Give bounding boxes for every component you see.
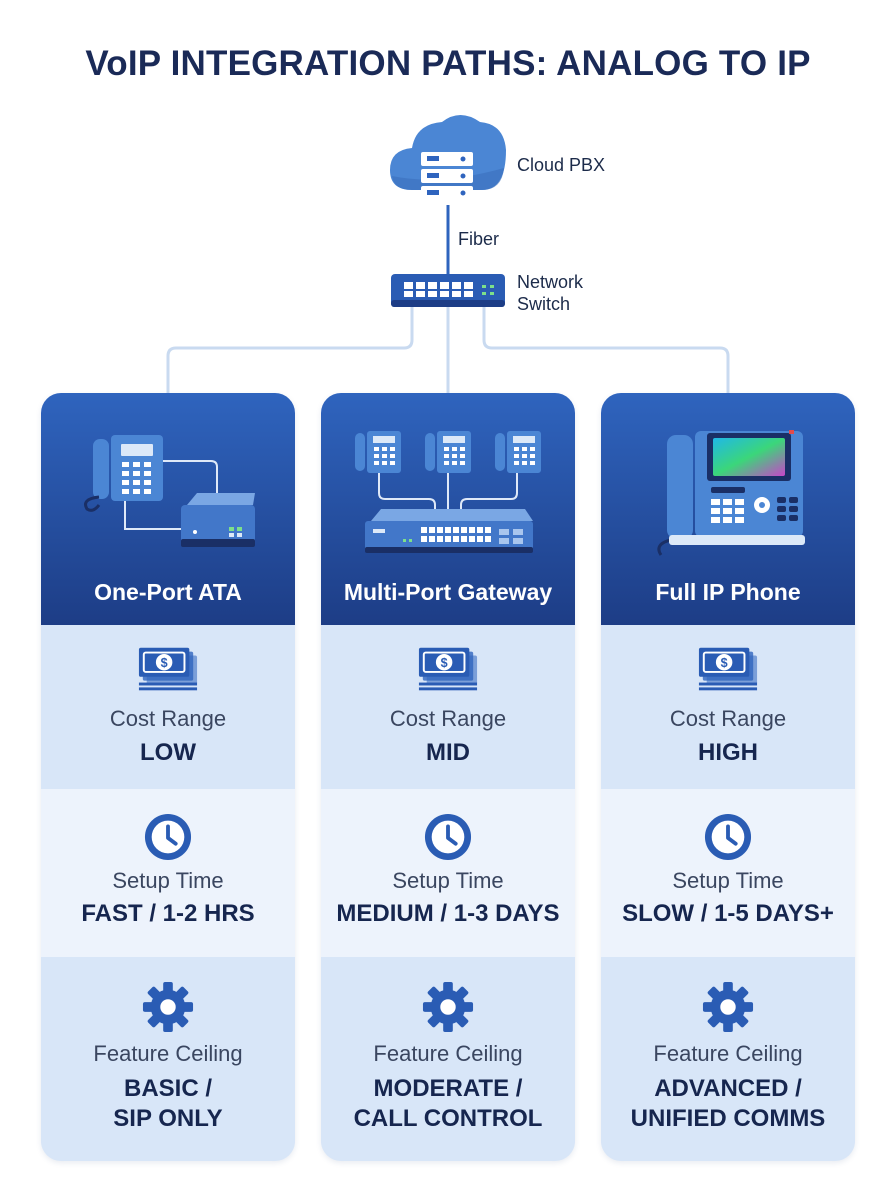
money-icon: [417, 647, 479, 691]
cloud-pbx-label: Cloud PBX: [517, 155, 606, 175]
network-switch-icon: [391, 274, 505, 307]
setup-time-value: FAST / 1-2 HRS: [81, 900, 255, 927]
server-icon: [421, 152, 473, 200]
column-title: One-Port ATA: [94, 579, 242, 605]
feature-ceiling-label: Feature Ceiling: [653, 1041, 803, 1066]
ip-desk-phone-icon: [657, 430, 805, 556]
feature-ceiling-value: MODERATE / CALL CONTROL: [321, 1074, 575, 1134]
branch-line-right: [482, 300, 730, 394]
cost-range-value: MID: [426, 739, 470, 766]
gateway-illustration: [355, 431, 541, 553]
column-title: Full IP Phone: [655, 579, 801, 605]
feature-ceiling-value-line2: CALL CONTROL: [353, 1105, 543, 1132]
cost-range-value: HIGH: [698, 739, 758, 766]
column-full-ip-phone: Full IP Phone Cost Range HIGH Setup Time…: [601, 393, 855, 1161]
analog-phone-icon: [84, 435, 163, 512]
gateway-device-icon: [365, 509, 533, 553]
cost-range-label: Cost Range: [109, 706, 227, 731]
switch-label-line2: Switch: [517, 294, 571, 314]
clock-icon: [144, 813, 192, 861]
network-topology: [166, 115, 730, 394]
ip-phone-illustration: [657, 430, 805, 556]
money-icon: [697, 647, 759, 691]
setup-time-section: Setup Time FAST / 1-2 HRS: [41, 789, 295, 957]
branch-line-left: [166, 300, 414, 394]
column-one-port-ata: One-Port ATA Cost Range LOW Setup Time F…: [41, 393, 295, 1161]
money-icon: [137, 647, 199, 691]
cost-range-label: Cost Range: [669, 706, 787, 731]
analog-phone-icon: [495, 431, 541, 473]
clock-icon: [424, 813, 472, 861]
column-multi-port-gateway: Multi-Port Gateway Cost Range MID Setup …: [321, 393, 575, 1161]
gear-icon: [142, 981, 194, 1033]
analog-phone-icon: [425, 431, 471, 473]
clock-icon: [704, 813, 752, 861]
column-header: One-Port ATA: [41, 393, 295, 625]
cost-range-value: LOW: [140, 739, 196, 766]
setup-time-value: MEDIUM / 1-3 DAYS: [336, 900, 560, 927]
feature-ceiling-section: Feature Ceiling ADVANCED / UNIFIED COMMS: [601, 957, 855, 1161]
feature-ceiling-value-line1: BASIC /: [123, 1075, 212, 1102]
setup-time-label: Setup Time: [392, 868, 504, 893]
column-header: Full IP Phone: [601, 393, 855, 625]
page-title: VoIP INTEGRATION PATHS: ANALOG TO IP: [85, 44, 811, 83]
fiber-label: Fiber: [458, 229, 500, 249]
feature-ceiling-value-line2: UNIFIED COMMS: [630, 1105, 826, 1132]
setup-time-section: Setup Time MEDIUM / 1-3 DAYS: [321, 789, 575, 957]
feature-ceiling-value-line2: SIP ONLY: [113, 1105, 223, 1132]
analog-phone-icon: [355, 431, 401, 473]
gear-icon: [702, 981, 754, 1033]
cost-range-section: Cost Range LOW: [41, 625, 295, 789]
cost-range-section: Cost Range MID: [321, 625, 575, 789]
feature-ceiling-label: Feature Ceiling: [93, 1041, 243, 1066]
ata-adapter-icon: [181, 493, 255, 547]
gear-icon: [422, 981, 474, 1033]
setup-time-value: SLOW / 1-5 DAYS+: [622, 900, 834, 927]
feature-ceiling-value: BASIC / SIP ONLY: [41, 1074, 295, 1134]
cost-range-section: Cost Range HIGH: [601, 625, 855, 789]
setup-time-section: Setup Time SLOW / 1-5 DAYS+: [601, 789, 855, 957]
feature-ceiling-label: Feature Ceiling: [373, 1041, 523, 1066]
feature-ceiling-value-line1: MODERATE /: [373, 1075, 523, 1102]
setup-time-label: Setup Time: [112, 868, 224, 893]
cost-range-label: Cost Range: [389, 706, 507, 731]
feature-ceiling-section: Feature Ceiling BASIC / SIP ONLY: [41, 957, 295, 1161]
ata-illustration: [84, 435, 255, 547]
column-header: Multi-Port Gateway: [321, 393, 575, 625]
switch-label-line1: Network: [517, 272, 584, 292]
setup-time-label: Setup Time: [672, 868, 784, 893]
column-title: Multi-Port Gateway: [343, 579, 553, 605]
feature-ceiling-value-line1: ADVANCED /: [654, 1075, 802, 1102]
feature-ceiling-section: Feature Ceiling MODERATE / CALL CONTROL: [321, 957, 575, 1161]
feature-ceiling-value: ADVANCED / UNIFIED COMMS: [601, 1074, 855, 1134]
